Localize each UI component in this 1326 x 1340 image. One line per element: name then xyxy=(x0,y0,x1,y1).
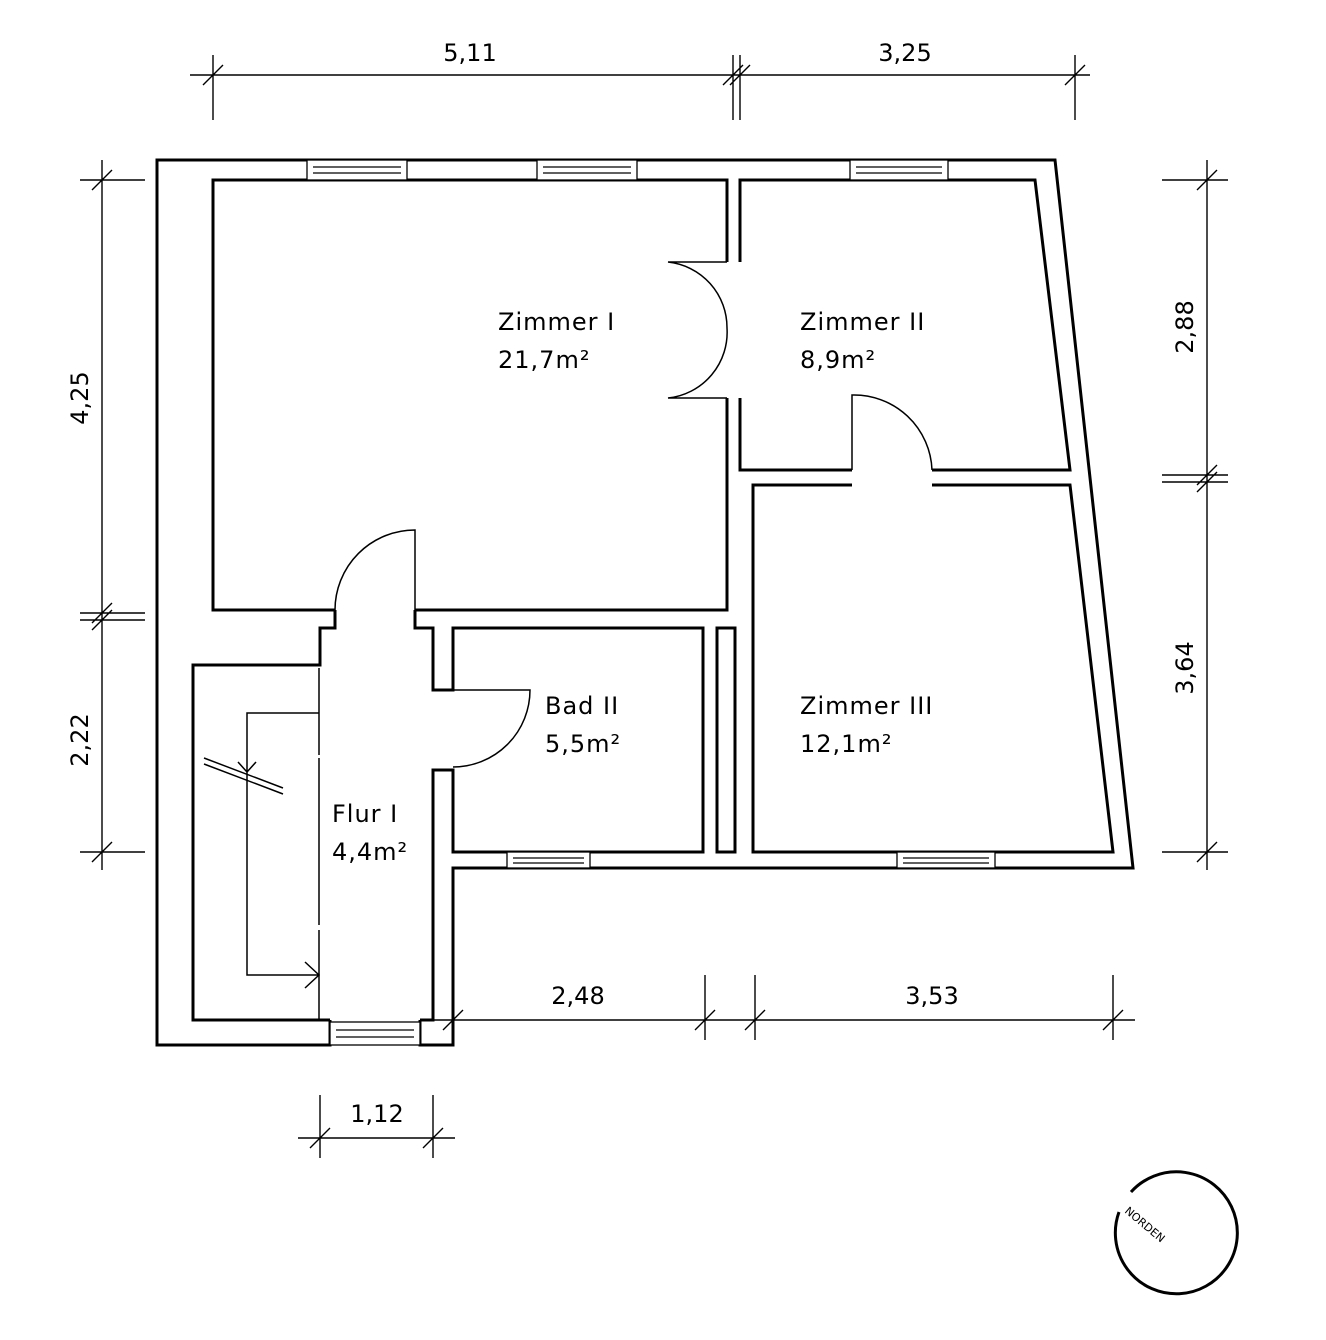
zimmer-1-wall xyxy=(211,178,729,612)
room-labels: Zimmer I 21,7m² Zimmer II 8,9m² Zimmer I… xyxy=(332,308,933,866)
dim-entrance: 1,12 xyxy=(350,1100,403,1128)
room-name: Zimmer I xyxy=(498,308,615,336)
window xyxy=(506,851,591,869)
room-name: Bad II xyxy=(545,692,619,720)
flur-left-wall xyxy=(191,610,337,1022)
room-area: 4,4m² xyxy=(332,838,408,866)
dimension-labels: 5,11 3,25 4,25 2,22 2,88 3,64 2,48 3,53 … xyxy=(66,39,1199,1128)
window xyxy=(329,1021,421,1046)
window xyxy=(849,159,949,181)
bad-wall xyxy=(413,610,705,1022)
dim-bottom-1: 2,48 xyxy=(551,982,604,1010)
north-compass: NORDEN xyxy=(1113,1170,1239,1296)
dim-bottom-2: 3,53 xyxy=(905,982,958,1010)
dim-left-2: 2,22 xyxy=(66,713,94,766)
double-door-zimmer-1-2 xyxy=(667,261,728,399)
stair-arrow xyxy=(237,712,321,989)
dim-top-1: 5,11 xyxy=(443,39,496,67)
room-area: 5,5m² xyxy=(545,730,621,758)
partition-wall xyxy=(715,626,737,854)
walls xyxy=(155,158,1135,1047)
zimmer-2-wall xyxy=(738,178,1072,472)
windows xyxy=(306,159,996,1046)
door-zimmer-1 xyxy=(334,529,416,611)
outer-wall xyxy=(155,158,1135,1047)
room-name: Flur I xyxy=(332,800,398,828)
room-area: 12,1m² xyxy=(800,730,892,758)
zimmer-3-wall xyxy=(751,483,1115,854)
dim-left-1: 4,25 xyxy=(66,371,94,424)
dim-right-2: 3,64 xyxy=(1171,641,1199,694)
room-name: Zimmer II xyxy=(800,308,925,336)
dimension-lines xyxy=(80,55,1228,1158)
window xyxy=(536,159,638,181)
stairs xyxy=(203,668,321,1020)
room-area: 21,7m² xyxy=(498,346,590,374)
window xyxy=(306,159,408,181)
room-name: Zimmer III xyxy=(800,692,933,720)
door-bad xyxy=(452,689,531,768)
break-line xyxy=(203,757,284,795)
dim-right-1: 2,88 xyxy=(1171,300,1199,353)
dim-top-2: 3,25 xyxy=(878,39,931,67)
doors xyxy=(334,261,933,768)
compass-circle xyxy=(1113,1170,1239,1296)
door-zimmer-2-3 xyxy=(851,394,933,471)
compass-label: NORDEN xyxy=(1122,1204,1167,1245)
room-area: 8,9m² xyxy=(800,346,876,374)
window xyxy=(896,851,996,869)
